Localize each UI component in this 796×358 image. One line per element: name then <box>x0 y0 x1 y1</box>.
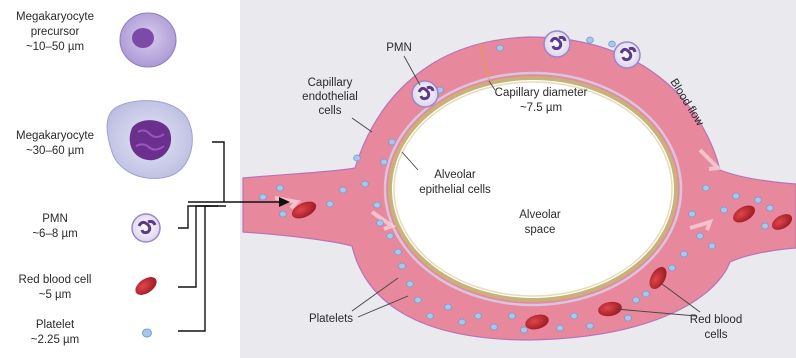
legend-megakaryocyte: Megakaryocyte ~30–60 µm <box>16 101 192 179</box>
platelet <box>491 324 498 330</box>
legend-label: Red blood cell <box>19 274 92 286</box>
platelet <box>445 304 452 310</box>
platelet <box>387 233 394 239</box>
platelet <box>521 327 528 333</box>
platelet <box>755 197 762 203</box>
label-capillary-diameter-line1: Capillary diameter <box>495 87 588 99</box>
platelet <box>669 265 676 271</box>
platelet <box>415 297 422 303</box>
platelet <box>381 159 388 165</box>
platelet <box>721 207 728 213</box>
platelet <box>377 220 384 226</box>
platelet <box>571 313 578 319</box>
platelet <box>362 181 369 187</box>
legend-megakaryocyte-precursor: Megakaryocyte precursor ~10–50 µm <box>16 11 176 67</box>
legend-label: Megakaryocyte <box>16 130 94 142</box>
label-endothelial-line2: endothelial <box>302 91 358 103</box>
legend-label: Platelet <box>36 319 75 331</box>
legend-label: Megakaryocyte <box>16 11 94 23</box>
platelet <box>354 155 361 161</box>
platelet <box>762 223 769 229</box>
platelet <box>327 201 334 207</box>
platelet <box>374 202 381 208</box>
pmn-icon <box>132 214 160 242</box>
legend-size: ~2.25 µm <box>31 334 80 346</box>
platelet-icon <box>143 329 152 337</box>
platelet <box>395 249 402 255</box>
label-red-blood-cells-line2: cells <box>704 329 727 341</box>
platelet <box>459 319 466 325</box>
platelet <box>689 211 696 217</box>
legend-size: ~10–50 µm <box>26 41 84 53</box>
platelet <box>681 251 688 257</box>
legend-size: ~5 µm <box>39 289 72 301</box>
platelet <box>609 41 616 47</box>
label-alveolar-epithelial-line2: epithelial cells <box>419 184 491 196</box>
pmn-cell <box>412 81 438 107</box>
label-endothelial-line3: cells <box>318 105 341 117</box>
platelet <box>587 323 594 329</box>
legend-size: ~6–8 µm <box>32 228 77 240</box>
label-pmn: PMN <box>386 42 412 54</box>
platelet <box>625 315 632 321</box>
label-capillary-diameter-line2: ~7.5 µm <box>520 102 562 114</box>
label-alveolar-space-line2: space <box>525 224 556 236</box>
platelet <box>260 194 267 200</box>
platelet <box>587 37 594 43</box>
legend-label: precursor <box>31 26 80 38</box>
platelet <box>340 187 347 193</box>
platelet <box>733 193 740 199</box>
platelet <box>703 185 710 191</box>
platelet <box>643 291 650 297</box>
platelet <box>399 263 406 269</box>
precursor-nucleus <box>132 28 154 48</box>
platelet <box>767 205 774 211</box>
platelet <box>280 211 287 217</box>
red-blood-cell-icon <box>132 273 160 298</box>
label-platelets: Platelets <box>309 313 353 325</box>
legend-platelet: Platelet ~2.25 µm <box>31 319 152 346</box>
platelet <box>475 313 482 319</box>
legend-red-blood-cell: Red blood cell ~5 µm <box>19 273 160 301</box>
platelet <box>389 139 396 145</box>
pmn-cell <box>614 42 640 68</box>
label-alveolar-space-line1: Alveolar <box>519 209 561 221</box>
platelet <box>407 281 414 287</box>
platelet <box>557 325 564 331</box>
platelet <box>709 243 716 249</box>
pmn-cell <box>544 31 570 57</box>
platelet <box>509 313 516 319</box>
platelet <box>497 45 504 51</box>
platelet <box>697 233 704 239</box>
legend-size: ~30–60 µm <box>26 145 84 157</box>
platelet <box>633 297 640 303</box>
platelet <box>427 313 434 319</box>
label-endothelial-line1: Capillary <box>308 77 353 89</box>
label-red-blood-cells-line1: Red blood <box>690 314 742 326</box>
legend-pmn: PMN ~6–8 µm <box>32 213 160 242</box>
label-alveolar-epithelial-line1: Alveolar <box>434 169 476 181</box>
legend-label: PMN <box>42 213 68 225</box>
platelet <box>277 185 284 191</box>
